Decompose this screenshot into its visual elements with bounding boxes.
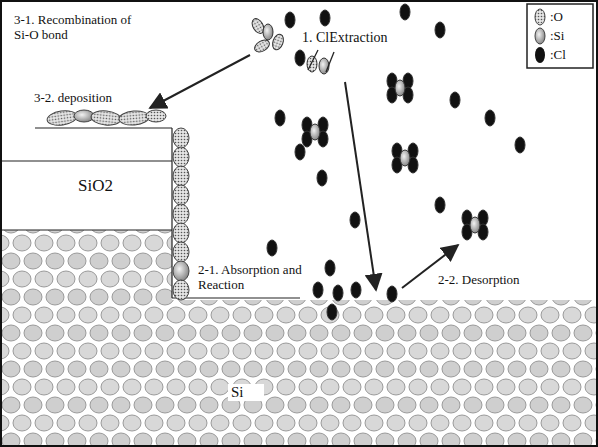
bond-break-mark [308, 50, 318, 70]
si-atom [263, 24, 273, 40]
sidewall-molecule [173, 280, 189, 300]
cl-atom [515, 137, 525, 153]
sidewall-molecule [173, 242, 189, 262]
si-atom [319, 58, 329, 74]
cl-atom [313, 282, 323, 298]
cl-atom [350, 212, 360, 228]
mask-bottom-line [2, 229, 172, 230]
annotation-label: 2-2. Desorption [438, 272, 558, 287]
legend-o-sample [535, 9, 545, 25]
cl-atom [320, 10, 330, 26]
cl-atom [400, 4, 410, 20]
annotation-label: 3-2. deposition [34, 90, 144, 105]
cl-atom [317, 170, 327, 186]
legend-text: :Si [550, 28, 564, 43]
cl-atom [285, 12, 295, 28]
sidewall-molecule [173, 261, 189, 281]
mask-top-line [2, 160, 172, 161]
cl-atom [267, 240, 277, 256]
si-atom [470, 217, 480, 233]
cl-atom [435, 22, 445, 38]
o-atom [253, 38, 272, 55]
si-atom [400, 150, 410, 166]
si-atom [395, 80, 405, 96]
si-under-mask [2, 230, 172, 300]
annotation-label: SiO2 [78, 176, 138, 196]
cl-atom [325, 260, 335, 276]
incidence-arrow [345, 82, 376, 290]
cl-atom [450, 92, 460, 108]
legend-si-sample [535, 28, 545, 44]
si-atom [310, 124, 320, 140]
sidewall-molecule [173, 223, 189, 243]
annotation-label: Si [228, 384, 264, 401]
bond-break-mark [326, 52, 334, 72]
legend-text: :Cl [550, 47, 566, 62]
cl-atom [435, 197, 445, 213]
legend-box [527, 4, 593, 68]
sidewall-line [171, 128, 172, 298]
deposit-line [35, 127, 172, 128]
sidewall-molecule [173, 185, 189, 205]
cl-atom [351, 282, 361, 298]
annotation-label: 2-1. Absorption and Reaction [198, 262, 302, 292]
deposited-molecules [46, 109, 166, 127]
sidewall-molecule [173, 128, 189, 148]
cl-atom [295, 144, 305, 160]
sidewall-deposit [173, 128, 189, 300]
cl-atom [387, 286, 397, 302]
legend-text: :O [550, 9, 563, 24]
cl-atom [327, 304, 337, 320]
sidewall-molecule [173, 204, 189, 224]
annotation-label: 3-1. Recombination of Si-O bond [14, 12, 136, 42]
surface-line [172, 297, 300, 298]
si-substrate [2, 300, 596, 445]
cl-atom [333, 285, 343, 301]
cl-atom [485, 110, 495, 126]
cl-atom [275, 110, 285, 126]
o-atom [271, 33, 286, 51]
sidewall-molecule [173, 147, 189, 167]
legend-cl-sample [535, 47, 545, 63]
annotation-label: 1. ClExtraction [302, 30, 422, 46]
recombination-arrow [150, 55, 250, 108]
sidewall-molecule [173, 166, 189, 186]
cl-atom [295, 50, 305, 66]
